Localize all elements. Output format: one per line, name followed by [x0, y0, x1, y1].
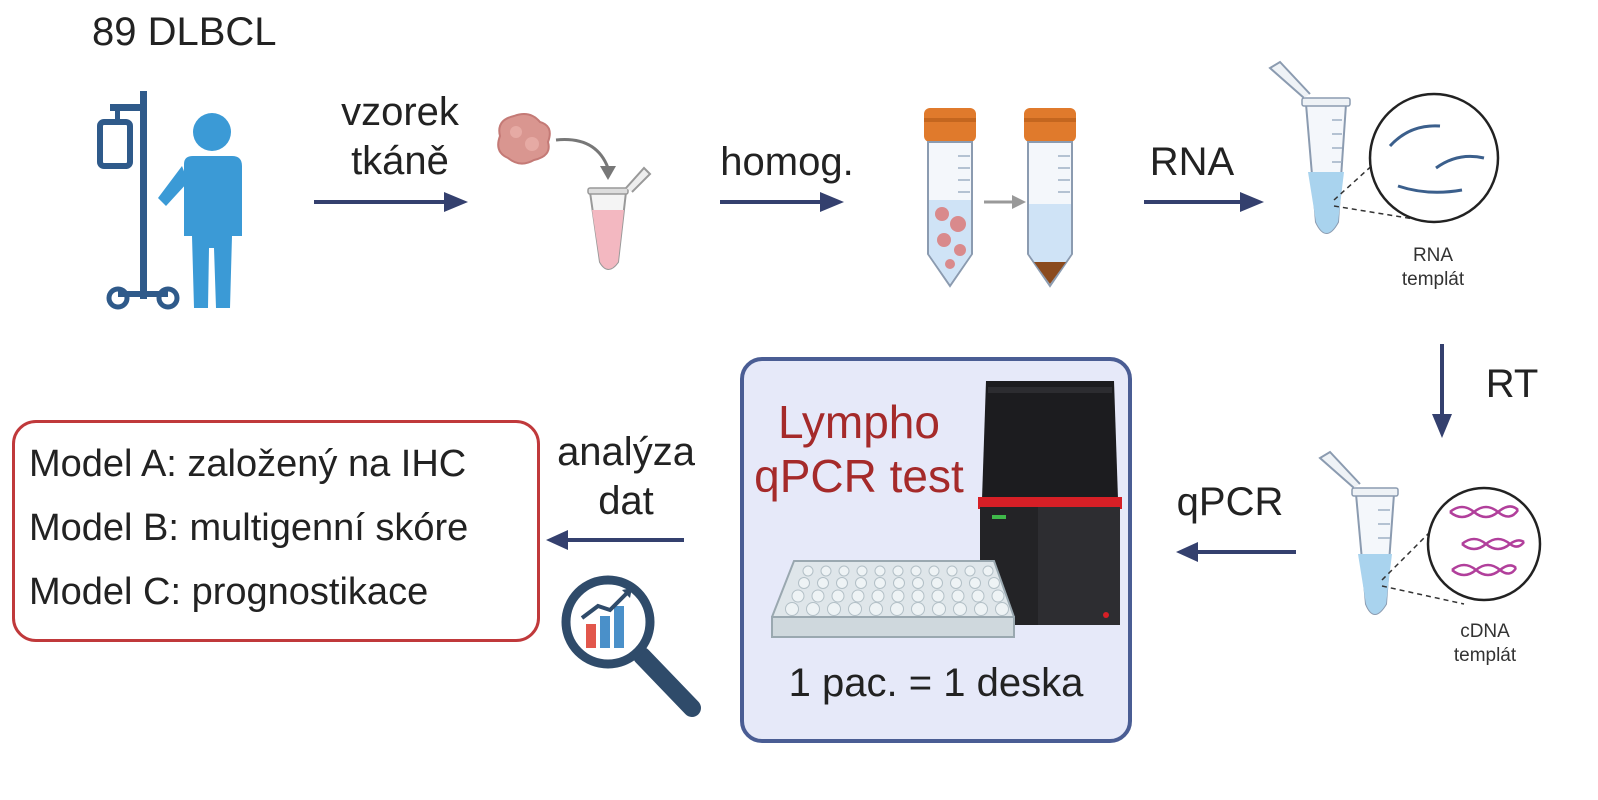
models-panel: Model A: založený na IHC Model B: multig… [12, 420, 540, 642]
microtube-icon [1318, 450, 1399, 615]
microtube-icon [587, 166, 652, 270]
rna-extraction-label: RNA [1149, 140, 1235, 184]
arrow-to-rna [1144, 192, 1264, 212]
rt-label: RT [1485, 362, 1539, 406]
rna-template-label-2: templát [1401, 268, 1465, 290]
cdna-template-label: cDNA [1460, 621, 1510, 642]
qpcr-machine-icon [978, 381, 1122, 625]
lympho-qpcr-test-panel: Lympho qPCR test 1 pac. = 1 deska [740, 357, 1132, 743]
dna-helix-icon [1449, 505, 1525, 577]
tissue-icon [497, 113, 652, 270]
model-a: Model A: založený na IHC [29, 443, 467, 485]
qpcr-label: qPCR [1176, 480, 1284, 524]
arrow-qpcr [1176, 542, 1296, 562]
rna-strand-icon [1388, 124, 1485, 194]
arrow-to-tissue [314, 192, 468, 212]
falcon-tube-icon [924, 108, 1076, 288]
arrow-rt [1432, 344, 1452, 438]
cdna-template-illustration [1318, 450, 1542, 615]
test-note: 1 pac. = 1 deska [788, 661, 1084, 705]
tissue-sample-label: vzorek [341, 90, 459, 134]
cohort-label: 89 DLBCL [92, 10, 277, 54]
iv-pole-icon [97, 91, 180, 310]
rna-template-label: RNA [1412, 245, 1454, 266]
magnifier-chart-icon [561, 575, 701, 717]
model-b: Model B: multigenní skóre [29, 507, 469, 549]
tissue-sample-label-2: tkáně [351, 138, 449, 183]
arrow-analysis [546, 530, 684, 550]
microtube-icon [1268, 60, 1351, 234]
rna-template-illustration [1268, 60, 1500, 234]
well-plate-icon [771, 560, 1015, 638]
homogenization-label: homog. [720, 140, 854, 184]
analysis-label: analýza [557, 430, 695, 474]
model-c: Model C: prognostikace [29, 571, 429, 613]
cdna-template-label-2: templát [1453, 644, 1517, 666]
patient-icon [97, 91, 242, 310]
test-title-line-2: qPCR test [754, 450, 964, 503]
analysis-label-2: dat [598, 478, 654, 523]
arrow-to-homog [720, 192, 844, 212]
test-title-line-1: Lympho [778, 396, 940, 448]
